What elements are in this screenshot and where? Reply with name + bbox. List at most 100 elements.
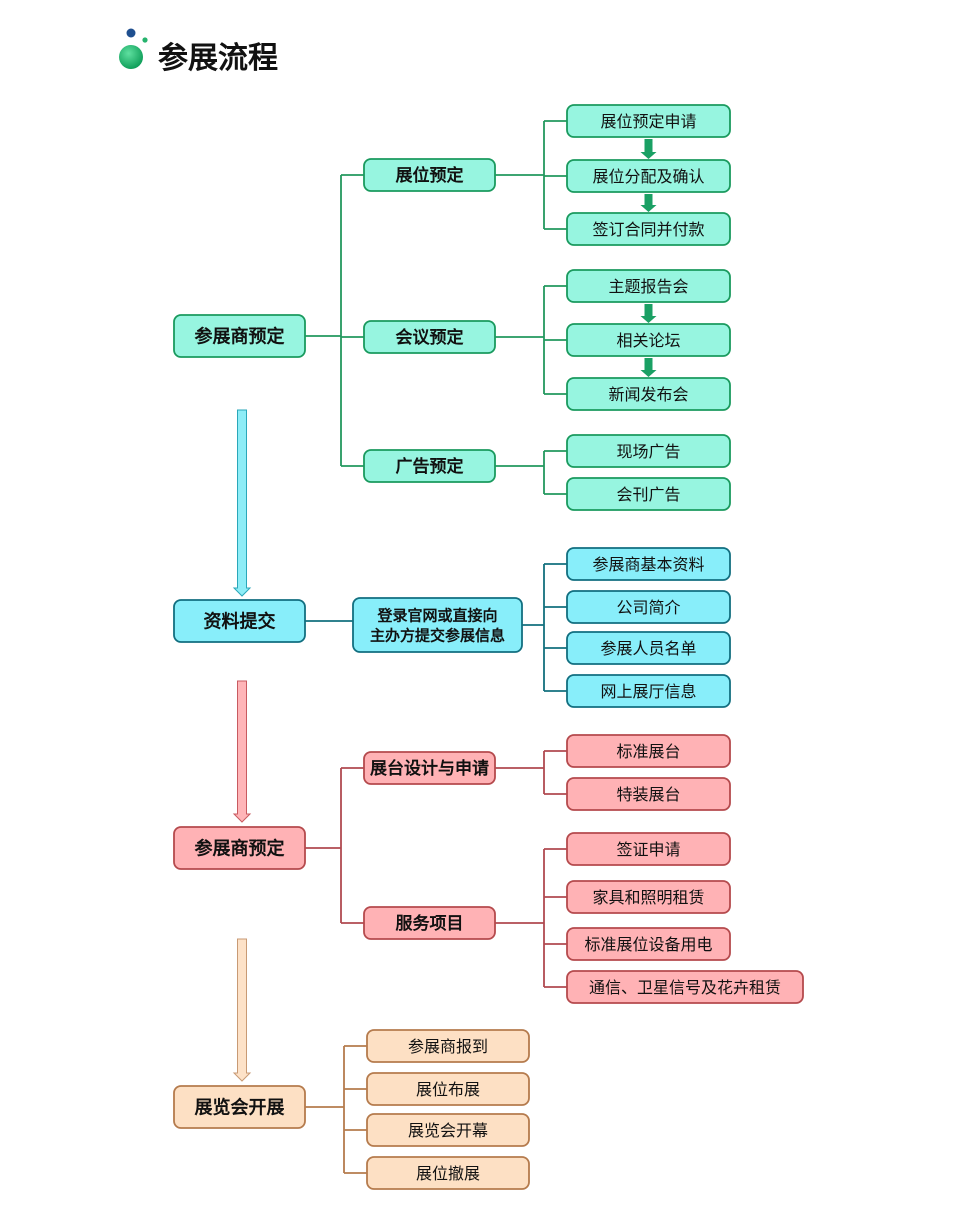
item-materials-0-2-box bbox=[566, 631, 731, 665]
title-logo-icon bbox=[119, 28, 148, 69]
group-materials-0-box bbox=[352, 597, 523, 653]
group-design-1: 服务项目 bbox=[363, 906, 496, 940]
stage-booking: 参展商预定 bbox=[173, 314, 306, 358]
page-title: 参展流程 bbox=[158, 41, 278, 76]
group-booking-2-label: 广告预定 bbox=[396, 456, 464, 477]
item-booking-1-1-label: 相关论坛 bbox=[616, 331, 680, 350]
item-booking-2-1: 会刊广告 bbox=[566, 477, 731, 511]
stage-materials-box bbox=[173, 599, 306, 643]
item-booking-1-0-box bbox=[566, 269, 731, 303]
group-booking-2-box bbox=[363, 449, 496, 483]
item-design-1-1-label: 家具和照明租赁 bbox=[592, 888, 704, 907]
item-design-0-1: 特装展台 bbox=[566, 777, 731, 811]
stage-arrow-icon bbox=[232, 409, 252, 597]
group-materials-0-label: 登录官网或直接向 bbox=[376, 606, 497, 624]
item-booking-1-0: 主题报告会 bbox=[566, 269, 731, 303]
item-exhibition-0-label: 参展商报到 bbox=[408, 1037, 488, 1056]
item-booking-0-0-box bbox=[566, 104, 731, 138]
group-design-0: 展台设计与申请 bbox=[363, 751, 496, 785]
item-booking-0-2: 签订合同并付款 bbox=[566, 212, 731, 246]
item-materials-0-1-box bbox=[566, 590, 731, 624]
stage-arrow-icon bbox=[232, 938, 252, 1082]
group-booking-2: 广告预定 bbox=[363, 449, 496, 483]
group-design-0-box bbox=[363, 751, 496, 785]
item-booking-1-2-label: 新闻发布会 bbox=[608, 385, 688, 404]
item-design-0-1-box bbox=[566, 777, 731, 811]
item-design-1-3: 通信、卫星信号及花卉租赁 bbox=[566, 970, 804, 1004]
stage-materials-label: 资料提交 bbox=[204, 610, 276, 632]
stage-design-label: 参展商预定 bbox=[195, 837, 285, 859]
group-design-0-label: 展台设计与申请 bbox=[370, 758, 489, 779]
group-booking-0-box bbox=[363, 158, 496, 192]
stage-arrow-icon bbox=[232, 680, 252, 823]
item-booking-2-1-label: 会刊广告 bbox=[616, 485, 680, 504]
item-design-1-2: 标准展位设备用电 bbox=[566, 927, 731, 961]
item-booking-2-0-label: 现场广告 bbox=[616, 442, 680, 461]
item-exhibition-3-box bbox=[366, 1156, 530, 1190]
item-exhibition-2-box bbox=[366, 1113, 530, 1147]
item-booking-2-0: 现场广告 bbox=[566, 434, 731, 468]
item-materials-0-3-label: 网上展厅信息 bbox=[600, 682, 696, 701]
item-booking-2-1-box bbox=[566, 477, 731, 511]
item-exhibition-3: 展位撤展 bbox=[366, 1156, 530, 1190]
item-booking-1-1-box bbox=[566, 323, 731, 357]
item-exhibition-2-label: 展览会开幕 bbox=[408, 1121, 488, 1140]
item-booking-0-1-label: 展位分配及确认 bbox=[592, 167, 704, 186]
group-design-1-box bbox=[363, 906, 496, 940]
item-materials-0-0: 参展商基本资料 bbox=[566, 547, 731, 581]
item-design-0-0-label: 标准展台 bbox=[616, 742, 680, 761]
item-design-0-0: 标准展台 bbox=[566, 734, 731, 768]
step-arrow-icon bbox=[640, 358, 657, 377]
item-booking-1-1: 相关论坛 bbox=[566, 323, 731, 357]
stage-exhibition-label: 展览会开展 bbox=[195, 1096, 286, 1118]
stage-exhibition: 展览会开展 bbox=[173, 1085, 306, 1129]
item-booking-2-0-box bbox=[566, 434, 731, 468]
item-exhibition-1-label: 展位布展 bbox=[416, 1080, 480, 1099]
item-design-1-3-label: 通信、卫星信号及花卉租赁 bbox=[589, 978, 781, 997]
item-exhibition-0-box bbox=[366, 1029, 530, 1063]
flow-arrows bbox=[232, 139, 657, 1082]
item-materials-0-3: 网上展厅信息 bbox=[566, 674, 731, 708]
step-arrow-icon bbox=[640, 194, 657, 212]
stage-materials: 资料提交 bbox=[173, 599, 306, 643]
item-booking-1-2: 新闻发布会 bbox=[566, 377, 731, 411]
stage-design: 参展商预定 bbox=[173, 826, 306, 870]
item-design-0-1-label: 特装展台 bbox=[616, 785, 680, 804]
item-design-1-1-box bbox=[566, 880, 731, 914]
item-materials-0-1: 公司简介 bbox=[566, 590, 731, 624]
item-design-1-3-box bbox=[566, 970, 804, 1004]
group-booking-0-label: 展位预定 bbox=[396, 165, 464, 186]
group-design-1-label: 服务项目 bbox=[396, 913, 464, 934]
item-exhibition-2: 展览会开幕 bbox=[366, 1113, 530, 1147]
item-booking-0-2-box bbox=[566, 212, 731, 246]
stage-design-box bbox=[173, 826, 306, 870]
item-design-0-0-box bbox=[566, 734, 731, 768]
group-booking-1: 会议预定 bbox=[363, 320, 496, 354]
item-materials-0-2: 参展人员名单 bbox=[566, 631, 731, 665]
item-design-1-2-label: 标准展位设备用电 bbox=[584, 935, 712, 954]
item-booking-1-2-box bbox=[566, 377, 731, 411]
stage-exhibition-box bbox=[173, 1085, 306, 1129]
step-arrow-icon bbox=[640, 139, 657, 159]
stage-booking-box bbox=[173, 314, 306, 358]
item-design-1-0: 签证申请 bbox=[566, 832, 731, 866]
stage-booking-label: 参展商预定 bbox=[195, 325, 285, 347]
item-materials-0-2-label: 参展人员名单 bbox=[600, 639, 696, 658]
item-design-1-2-box bbox=[566, 927, 731, 961]
item-design-1-1: 家具和照明租赁 bbox=[566, 880, 731, 914]
item-booking-0-0-label: 展位预定申请 bbox=[600, 112, 696, 131]
item-materials-0-3-box bbox=[566, 674, 731, 708]
item-materials-0-1-label: 公司简介 bbox=[616, 598, 680, 617]
group-booking-1-box bbox=[363, 320, 496, 354]
group-booking-0: 展位预定 bbox=[363, 158, 496, 192]
connector-lines bbox=[305, 120, 567, 1174]
item-exhibition-1: 展位布展 bbox=[366, 1072, 530, 1106]
item-exhibition-0: 参展商报到 bbox=[366, 1029, 530, 1063]
step-arrow-icon bbox=[640, 304, 657, 323]
item-design-1-0-label: 签证申请 bbox=[616, 840, 680, 859]
item-exhibition-1-box bbox=[366, 1072, 530, 1106]
item-materials-0-0-box bbox=[566, 547, 731, 581]
